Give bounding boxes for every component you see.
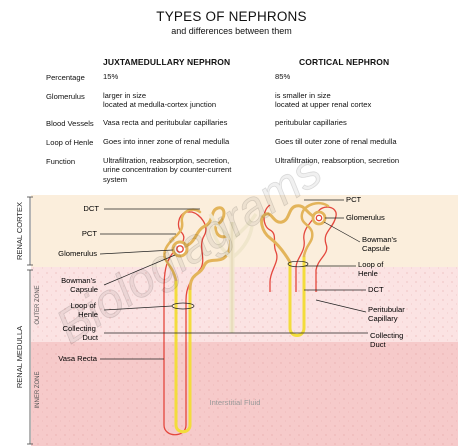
label-line: Henle — [358, 269, 378, 278]
left-leader-lines — [99, 208, 232, 360]
label-line: Bowman's — [362, 235, 397, 244]
juxtamedullary-nephron — [163, 206, 232, 436]
cell-line: located at upper renal cortex — [275, 100, 372, 110]
label-line: Bowman's — [61, 276, 96, 285]
juxta-pct — [184, 206, 232, 292]
cell-line: 15% — [103, 72, 119, 81]
cell-line: Goes into inner zone of renal medulla — [103, 137, 230, 146]
cortical-blood-vessels: peritubular capillaries — [275, 118, 347, 127]
juxta-glomerulus: larger in size located at medulla-cortex… — [103, 91, 216, 110]
cortical-dct — [300, 202, 330, 258]
label-vasa-recta: Vasa Recta — [58, 354, 97, 363]
label-loop-left: Loop of Henle — [71, 301, 98, 319]
cortical-loop-marker — [287, 260, 309, 268]
right-leader-lines — [232, 199, 368, 334]
row-label-glomerulus: Glomerulus — [46, 92, 85, 101]
cortical-pct — [260, 204, 315, 264]
cell-line: urine concentration by counter-current — [103, 165, 232, 175]
label-line: Duct — [370, 340, 387, 349]
label-glomerulus-right: Glomerulus — [346, 213, 385, 222]
cell-line: peritubular capillaries — [275, 118, 347, 127]
label-line: Peritubular — [368, 305, 405, 314]
label-line: Collecting — [63, 324, 96, 333]
cell-line: system — [103, 174, 128, 184]
juxta-loop-of-henle — [174, 280, 192, 434]
renal-cortex-label: RENAL CORTEX — [15, 202, 24, 260]
renal-medulla-label: RENAL MEDULLA — [15, 326, 24, 388]
label-line: Loop of — [71, 301, 97, 310]
cortical-loop-of-henle — [288, 256, 306, 337]
page-subtitle: and differences between them — [171, 26, 292, 36]
row-label-function: Function — [46, 157, 76, 166]
inner-zone-label: INNER ZONE — [35, 371, 41, 408]
renal-cortex-zone — [31, 195, 458, 267]
interstitial-fluid-label: Interstitial Fluid — [209, 398, 260, 407]
cell-line: located at medulla-cortex junction — [103, 100, 217, 110]
row-label-blood-vessels: Blood Vessels — [46, 119, 94, 128]
juxta-dct — [163, 208, 202, 282]
juxta-percentage: 15% — [103, 72, 118, 81]
juxta-bowmans-capsule — [171, 240, 189, 258]
cortical-function: Ultrafiltration, reabsorption, secretion — [275, 156, 399, 165]
cortical-glomerulus: is smaller in size located at upper rena… — [275, 91, 371, 110]
cortical-glomerulus — [315, 214, 323, 222]
cortical-bowmans-capsule — [311, 210, 327, 226]
cortical-percentage: 85% — [275, 72, 290, 81]
label-line: Capsule — [70, 285, 98, 294]
label-line: Capsule — [362, 244, 390, 253]
label-dct-left: DCT — [83, 204, 99, 213]
collecting-duct-tree — [208, 213, 258, 333]
cell-line: 85% — [275, 72, 291, 81]
label-bowmans-left: Bowman's Capsule — [61, 276, 98, 294]
vasa-recta — [163, 211, 207, 436]
cortical-nephron — [260, 202, 337, 337]
label-peritubular-capillary: Peritubular Capillary — [368, 305, 407, 323]
cell-line: larger in size — [103, 91, 147, 100]
juxta-glomerulus — [176, 245, 184, 253]
medulla-texture — [31, 267, 458, 446]
cell-line: Vasa recta and peritubular capillaries — [103, 118, 228, 127]
label-glomerulus-left: Glomerulus — [58, 249, 97, 258]
cell-line: Goes till outer zone of renal medulla — [275, 137, 397, 146]
label-line: Duct — [82, 333, 99, 342]
label-bowmans-right: Bowman's Capsule — [362, 235, 399, 253]
juxta-blood-vessels: Vasa recta and peritubular capillaries — [103, 118, 227, 127]
cell-line: is smaller in size — [275, 91, 331, 100]
label-collecting-left: Collecting Duct — [63, 324, 99, 342]
row-label-percentage: Percentage — [46, 73, 85, 82]
label-line: Henle — [78, 310, 98, 319]
page-title: TYPES OF NEPHRONS — [156, 9, 307, 24]
row-label-loop-of-henle: Loop of Henle — [46, 138, 94, 147]
column-header-cortical: CORTICAL NEPHRON — [299, 57, 390, 67]
label-line: Collecting — [370, 331, 403, 340]
juxta-function: Ultrafiltration, reabsorption, secretion… — [103, 156, 231, 184]
outer-zone-label: OUTER ZONE — [35, 285, 41, 324]
label-pct-right: PCT — [346, 195, 362, 204]
label-pct-left: PCT — [82, 229, 98, 238]
column-header-juxtamedullary: JUXTAMEDULLARY NEPHRON — [103, 57, 231, 67]
juxta-loop-of-henle: Goes into inner zone of renal medulla — [103, 137, 229, 146]
collecting-duct-branches — [208, 213, 258, 260]
label-dct-right: DCT — [368, 285, 384, 294]
label-line: Capillary — [368, 314, 398, 323]
label-collecting-right: Collecting Duct — [370, 331, 405, 349]
label-loop-right: Loop of Henle — [358, 260, 385, 278]
cell-line: Ultrafiltration, reabsorption, secretion… — [103, 156, 230, 165]
label-line: Loop of — [358, 260, 384, 269]
cell-line: Ultrafiltration, reabsorption, secretion — [275, 156, 400, 165]
cortical-loop-of-henle: Goes till outer zone of renal medulla — [275, 137, 397, 146]
